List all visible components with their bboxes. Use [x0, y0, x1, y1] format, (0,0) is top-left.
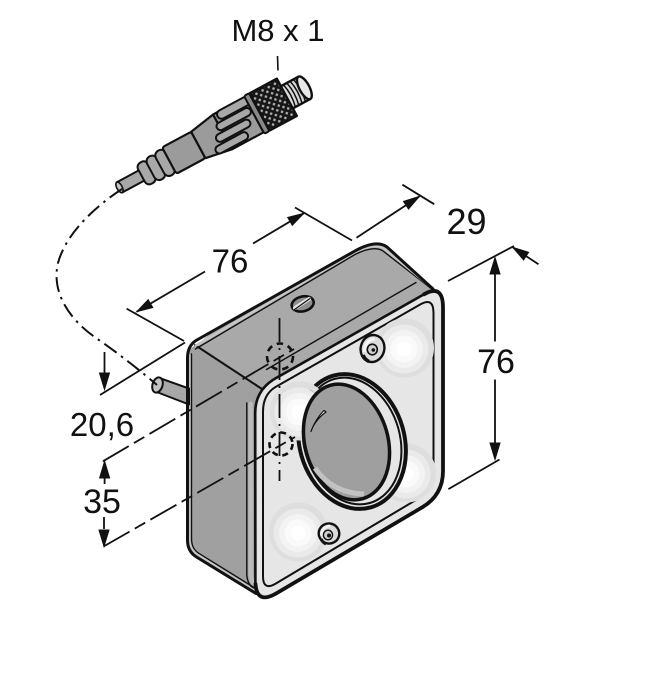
- svg-text:76: 76: [477, 343, 515, 381]
- svg-text:M8 x 1: M8 x 1: [231, 13, 324, 48]
- svg-text:35: 35: [83, 483, 121, 521]
- svg-text:20,6: 20,6: [70, 406, 134, 443]
- svg-text:29: 29: [446, 201, 486, 242]
- svg-text:76: 76: [212, 243, 249, 280]
